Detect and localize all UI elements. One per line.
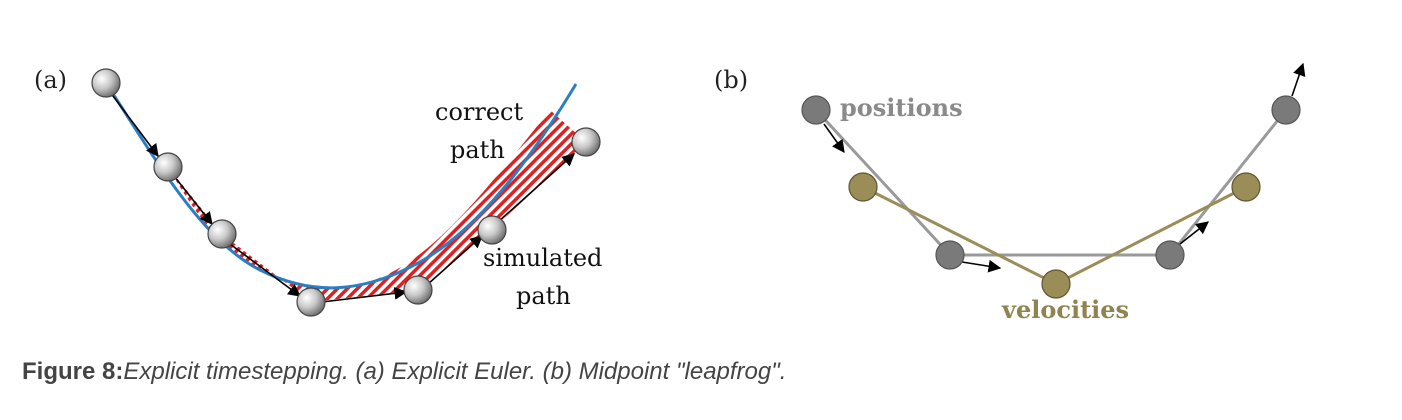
- velocity-arrow: [961, 259, 1002, 273]
- euler-step-arrow: [321, 287, 408, 303]
- velocity-node: [1041, 269, 1071, 299]
- velocities-path: [862, 185, 1247, 286]
- sample-point: [296, 287, 326, 317]
- simulated-points: [91, 68, 601, 317]
- sample-point: [571, 127, 601, 157]
- velocity-arrow: [823, 123, 845, 154]
- sample-point: [207, 219, 237, 249]
- panel-a: (a) correct path simulated path: [34, 66, 602, 317]
- position-nodes: [801, 95, 1301, 270]
- correct-path-curve: [104, 82, 578, 290]
- euler-step-arrow: [497, 153, 575, 223]
- euler-step-arrow: [109, 91, 159, 158]
- velocity-node: [848, 172, 878, 202]
- error-region: [168, 110, 586, 302]
- velocity-nodes: [848, 172, 1261, 299]
- sample-point: [153, 152, 183, 182]
- correct-path-label-line1: correct: [435, 98, 523, 126]
- position-node: [1271, 95, 1301, 125]
- sample-point: [477, 215, 507, 245]
- panel-b-label: (b): [714, 66, 748, 94]
- figure-caption: Figure 8:Explicit timestepping. (a) Expl…: [22, 358, 786, 386]
- simulated-path-label-line2: path: [516, 282, 571, 310]
- sample-point: [91, 68, 121, 98]
- position-node: [801, 95, 831, 125]
- velocity-arrows: [823, 62, 1306, 273]
- euler-step-arrow: [427, 235, 483, 285]
- simulated-path: [109, 91, 575, 303]
- positions-path: [814, 108, 1288, 257]
- euler-step-arrow: [173, 175, 213, 226]
- velocity-arrow: [1179, 221, 1210, 245]
- velocities-label: velocities: [1001, 295, 1129, 324]
- position-node: [1155, 240, 1185, 270]
- caption-prefix: Figure 8:: [22, 358, 124, 385]
- panel-b: (b) positions velocities: [714, 62, 1306, 324]
- correct-path-label-line2: path: [450, 136, 505, 164]
- positions-label: positions: [840, 93, 963, 122]
- velocity-node: [1231, 172, 1261, 202]
- position-node: [935, 240, 965, 270]
- sample-point: [403, 275, 433, 305]
- euler-step-arrow: [229, 243, 302, 297]
- velocity-arrow: [1291, 62, 1306, 97]
- caption-text: Explicit timestepping. (a) Explicit Eule…: [123, 358, 787, 385]
- simulated-path-label-line1: simulated: [483, 244, 602, 272]
- panel-a-label: (a): [34, 66, 67, 94]
